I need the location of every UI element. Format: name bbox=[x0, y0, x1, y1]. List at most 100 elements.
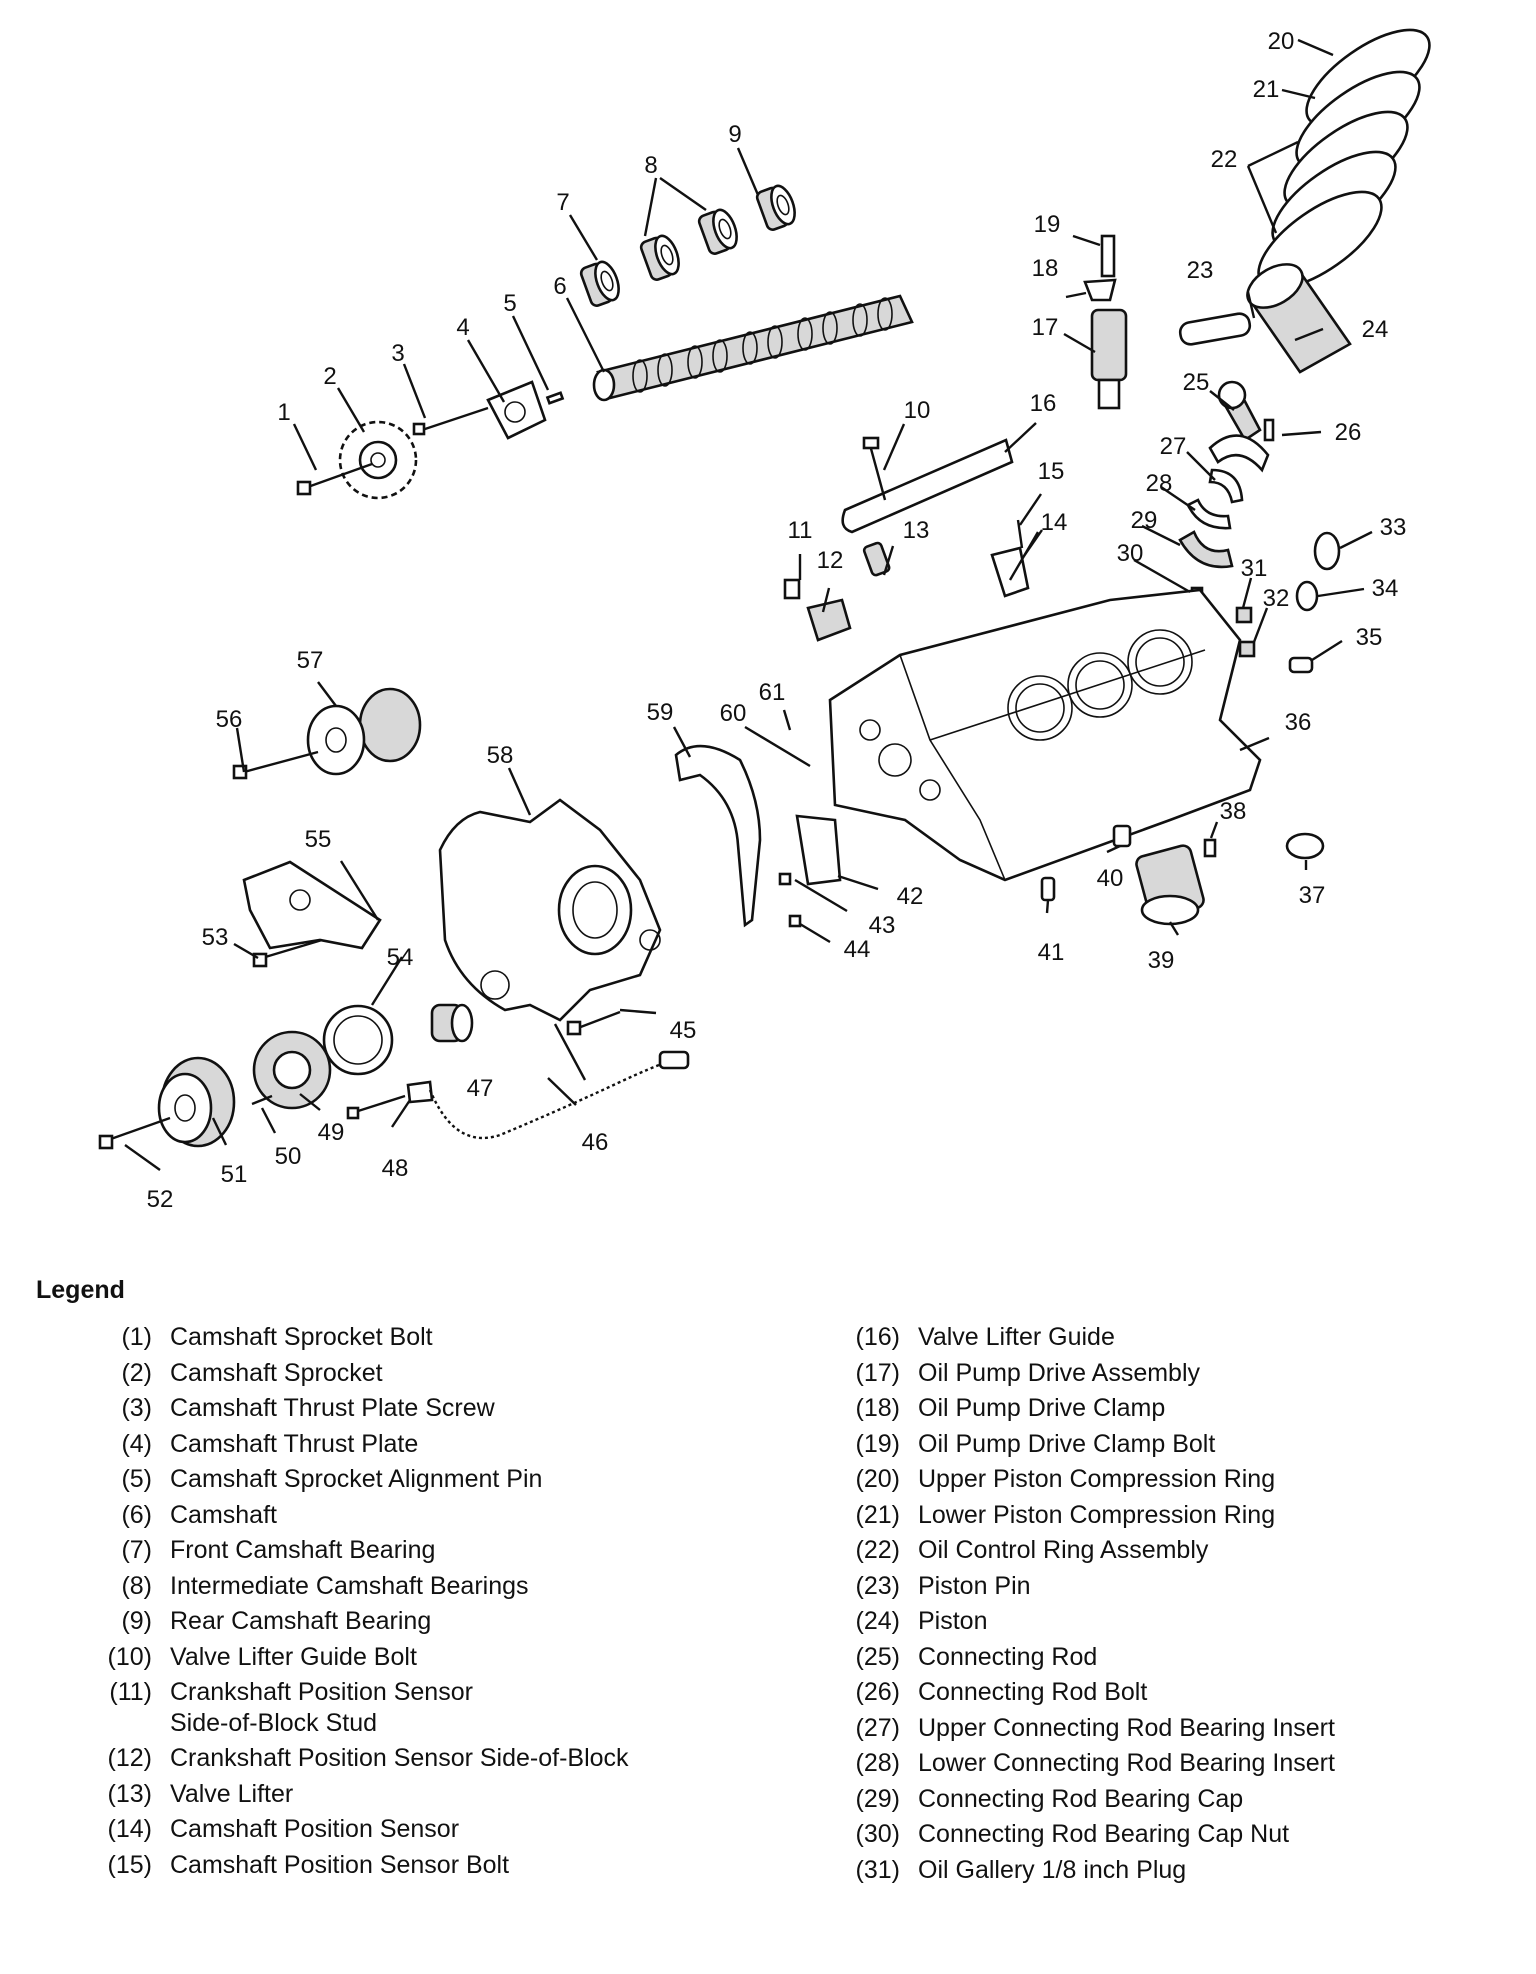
callout-4: 4 bbox=[456, 314, 469, 341]
callout-40: 40 bbox=[1097, 865, 1124, 892]
callout-numbers: 1 2 3 4 5 6 7 8 9 10 11 12 13 14 15 16 1… bbox=[147, 28, 1407, 1213]
callout-14: 14 bbox=[1041, 509, 1068, 536]
legend-number: (10) bbox=[107, 1642, 152, 1671]
rod-bearing-inserts bbox=[1178, 468, 1244, 600]
legend-number: (11) bbox=[109, 1678, 152, 1706]
piston-rings bbox=[1257, 28, 1431, 290]
legend-item-22: (22)Oil Control Ring Assembly bbox=[826, 1533, 1506, 1569]
legend-label: Camshaft Sprocket Bolt bbox=[170, 1323, 433, 1351]
camshaft-thrust-plate bbox=[412, 380, 565, 440]
plugs bbox=[1235, 531, 1341, 860]
legend-left-column: (1)Camshaft Sprocket Bolt (2)Camshaft Sp… bbox=[78, 1320, 718, 1883]
callout-5: 5 bbox=[503, 290, 516, 317]
oil-pump-drive bbox=[1083, 234, 1128, 410]
legend-label: Camshaft bbox=[170, 1500, 277, 1529]
legend-item-21: (21)Lower Piston Compression Ring bbox=[826, 1498, 1506, 1534]
legend-number: (27) bbox=[855, 1713, 900, 1742]
legend-item-30: (30)Connecting Rod Bearing Cap Nut bbox=[826, 1817, 1506, 1853]
legend-label: Valve Lifter bbox=[170, 1779, 294, 1808]
callout-1: 1 bbox=[277, 399, 290, 426]
legend-item-31: (31) Oil Gallery 1/8 inch Plug bbox=[826, 1853, 1506, 1889]
timing-cover-gasket bbox=[674, 744, 762, 928]
legend-item-2: (2)Camshaft Sprocket bbox=[78, 1356, 718, 1392]
legend-number: (16) bbox=[855, 1323, 900, 1351]
callout-52: 52 bbox=[147, 1186, 174, 1213]
legend-item-27: (27)Upper Connecting Rod Bearing Insert bbox=[826, 1711, 1506, 1747]
timing-chain-guide bbox=[778, 814, 842, 928]
crankshaft-position-sensor bbox=[783, 578, 852, 642]
legend-number: (20) bbox=[855, 1465, 900, 1493]
water-pump bbox=[251, 1030, 332, 1110]
legend-item-11: (11) Crankshaft Position Sensor Side-of-B… bbox=[78, 1677, 718, 1739]
legend-label: Connecting Rod Bearing Cap bbox=[918, 1784, 1244, 1813]
callout-16: 16 bbox=[1030, 390, 1057, 417]
legend-label: Crankshaft Position Sensor Side-of-Block bbox=[170, 1744, 629, 1772]
legend-item-14: (14)Camshaft Position Sensor bbox=[78, 1812, 718, 1848]
legend-number: (21) bbox=[855, 1500, 900, 1529]
callout-42: 42 bbox=[897, 883, 924, 910]
callout-21: 21 bbox=[1253, 76, 1280, 103]
callout-33: 33 bbox=[1380, 514, 1407, 541]
callout-43: 43 bbox=[869, 912, 896, 939]
legend-label: Camshaft Sprocket bbox=[170, 1358, 383, 1387]
legend-item-12: (12) Crankshaft Position Sensor Side-of-B… bbox=[78, 1741, 718, 1777]
legend-number: (4) bbox=[121, 1429, 152, 1458]
callout-56: 56 bbox=[216, 706, 243, 733]
callout-54: 54 bbox=[387, 944, 414, 971]
legend-number: (18) bbox=[855, 1394, 900, 1422]
callout-7: 7 bbox=[556, 189, 569, 216]
legend-number: (5) bbox=[121, 1465, 152, 1493]
legend-item-15: (15) Camshaft Position Sensor Bolt bbox=[78, 1848, 718, 1884]
oil-filter bbox=[1040, 824, 1217, 926]
legend-label: Front Camshaft Bearing bbox=[170, 1536, 436, 1564]
legend-item-20: (20)Upper Piston Compression Ring bbox=[826, 1462, 1506, 1498]
callout-48: 48 bbox=[382, 1155, 409, 1182]
legend-number: (23) bbox=[855, 1571, 900, 1600]
callout-23: 23 bbox=[1187, 257, 1214, 284]
engine-block bbox=[828, 588, 1262, 882]
legend-label: Camshaft Position Sensor Bolt bbox=[170, 1850, 510, 1879]
legend-number: (19) bbox=[855, 1429, 900, 1458]
legend-item-19: (19) Oil Pump Drive Clamp Bolt bbox=[826, 1427, 1506, 1463]
legend-label: Intermediate Camshaft Bearings bbox=[170, 1571, 529, 1600]
callout-35: 35 bbox=[1356, 624, 1383, 651]
sensor-harness-46 bbox=[346, 1050, 690, 1140]
callout-61: 61 bbox=[759, 679, 786, 706]
callout-32: 32 bbox=[1263, 585, 1290, 612]
callout-13: 13 bbox=[903, 517, 930, 544]
callout-6: 6 bbox=[553, 273, 566, 300]
legend-item-7: (7)Front Camshaft Bearing bbox=[78, 1533, 718, 1569]
callout-20: 20 bbox=[1268, 28, 1295, 55]
legend-number: (24) bbox=[855, 1607, 900, 1635]
legend-number: (29) bbox=[855, 1784, 900, 1813]
legend-label: Oil Gallery 1/8 inch Plug bbox=[918, 1855, 1187, 1884]
idler-pulley-57 bbox=[232, 687, 422, 780]
callout-41: 41 bbox=[1038, 939, 1065, 966]
legend-label: Camshaft Sprocket Alignment Pin bbox=[170, 1465, 543, 1493]
camshaft bbox=[592, 294, 914, 402]
legend-number: (12) bbox=[107, 1744, 152, 1772]
legend-number: (17) bbox=[855, 1358, 900, 1387]
legend-label: Connecting Rod Bolt bbox=[918, 1678, 1148, 1706]
legend-number: (3) bbox=[121, 1394, 152, 1422]
callout-39: 39 bbox=[1148, 947, 1175, 974]
legend-item-18: (18)Oil Pump Drive Clamp bbox=[826, 1391, 1506, 1427]
callout-44: 44 bbox=[844, 936, 871, 963]
legend-number: (15) bbox=[107, 1850, 152, 1879]
callout-37: 37 bbox=[1299, 882, 1326, 909]
legend-item-10: (10)Valve Lifter Guide Bolt bbox=[78, 1640, 718, 1676]
legend-item-13: (13)Valve Lifter bbox=[78, 1777, 718, 1813]
legend-item-8: (8)Intermediate Camshaft Bearings bbox=[78, 1569, 718, 1605]
legend-label: Camshaft Thrust Plate bbox=[170, 1429, 419, 1458]
legend-number: (31) bbox=[855, 1855, 900, 1884]
callout-22: 22 bbox=[1211, 146, 1238, 173]
legend-label: Oil Pump Drive Clamp Bolt bbox=[918, 1429, 1216, 1458]
legend-item-23: (23)Piston Pin bbox=[826, 1569, 1506, 1605]
callout-25: 25 bbox=[1183, 369, 1210, 396]
legend-label: Crankshaft Position Sensor Side-of-Block… bbox=[170, 1678, 473, 1737]
callout-36: 36 bbox=[1285, 709, 1312, 736]
legend-number: (30) bbox=[855, 1820, 900, 1848]
callout-17: 17 bbox=[1032, 314, 1059, 341]
callout-47: 47 bbox=[467, 1075, 494, 1102]
legend-number: (25) bbox=[855, 1642, 900, 1671]
